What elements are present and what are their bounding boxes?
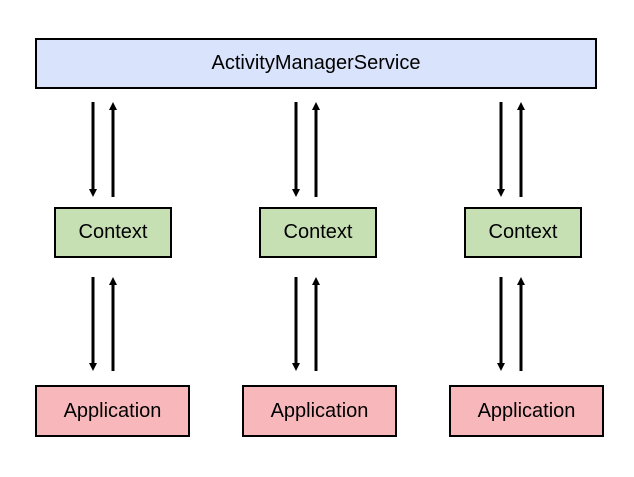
application-box-3: Application xyxy=(449,385,604,437)
activity-manager-service-label: ActivityManagerService xyxy=(211,52,421,74)
context-box-3: Context xyxy=(464,207,582,258)
application-label-2: Application xyxy=(270,399,369,422)
activity-manager-service-box: ActivityManagerService xyxy=(35,38,597,89)
application-label-1: Application xyxy=(63,399,162,422)
context-box-2: Context xyxy=(259,207,377,258)
context-label-2: Context xyxy=(283,221,353,243)
application-box-1: Application xyxy=(35,385,190,437)
context-box-1: Context xyxy=(54,207,172,258)
context-label-3: Context xyxy=(488,221,558,243)
application-label-3: Application xyxy=(477,399,576,422)
context-label-1: Context xyxy=(78,221,148,243)
application-box-2: Application xyxy=(242,385,397,437)
